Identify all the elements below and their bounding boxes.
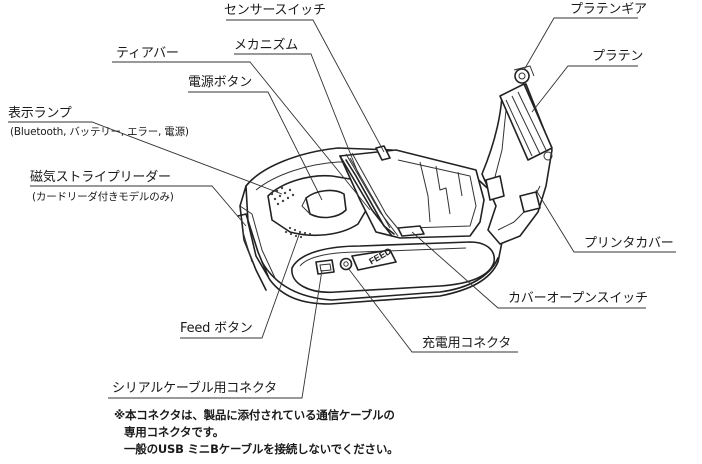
label-platen-gear: プラテンギア bbox=[570, 2, 647, 17]
leader-lines bbox=[8, 17, 676, 399]
label-magnetic-stripe-reader-sub: (カードリーダ付きモデルのみ) bbox=[32, 191, 174, 203]
label-serial-cable-connector: シリアルケーブル用コネクタ bbox=[112, 381, 277, 396]
label-platen: プラテン bbox=[592, 49, 644, 64]
label-display-lamp: 表示ランプ bbox=[8, 106, 72, 121]
note-line-3: 一般のUSB ミニBケーブルを接続しないでください。 bbox=[124, 442, 399, 456]
label-tear-bar: ティアバー bbox=[116, 46, 179, 61]
label-cover-open-switch: カバーオープンスイッチ bbox=[508, 291, 648, 306]
serial-connector-port bbox=[315, 259, 335, 275]
label-printer-cover: プリンタカバー bbox=[584, 236, 674, 251]
charging-connector-port bbox=[339, 257, 353, 271]
label-power-button: 電源ボタン bbox=[188, 75, 253, 90]
printer-body: FEED bbox=[237, 145, 505, 305]
label-magnetic-stripe-reader: 磁気ストライプリーダー bbox=[30, 170, 171, 185]
label-charging-connector: 充電用コネクタ bbox=[422, 336, 512, 351]
label-mechanism: メカニズム bbox=[234, 38, 299, 53]
label-feed-button: Feed ボタン bbox=[180, 321, 253, 336]
label-display-lamp-sub: (Bluetooth, バッテリー, エラー, 電源) bbox=[10, 126, 189, 138]
label-sensor-switch: センサースイッチ bbox=[224, 3, 326, 18]
note-line-1: ※本コネクタは、製品に添付されている通信ケーブルの bbox=[114, 408, 395, 422]
note-line-2: 専用コネクタです。 bbox=[124, 425, 225, 439]
printer-cover bbox=[481, 65, 553, 245]
